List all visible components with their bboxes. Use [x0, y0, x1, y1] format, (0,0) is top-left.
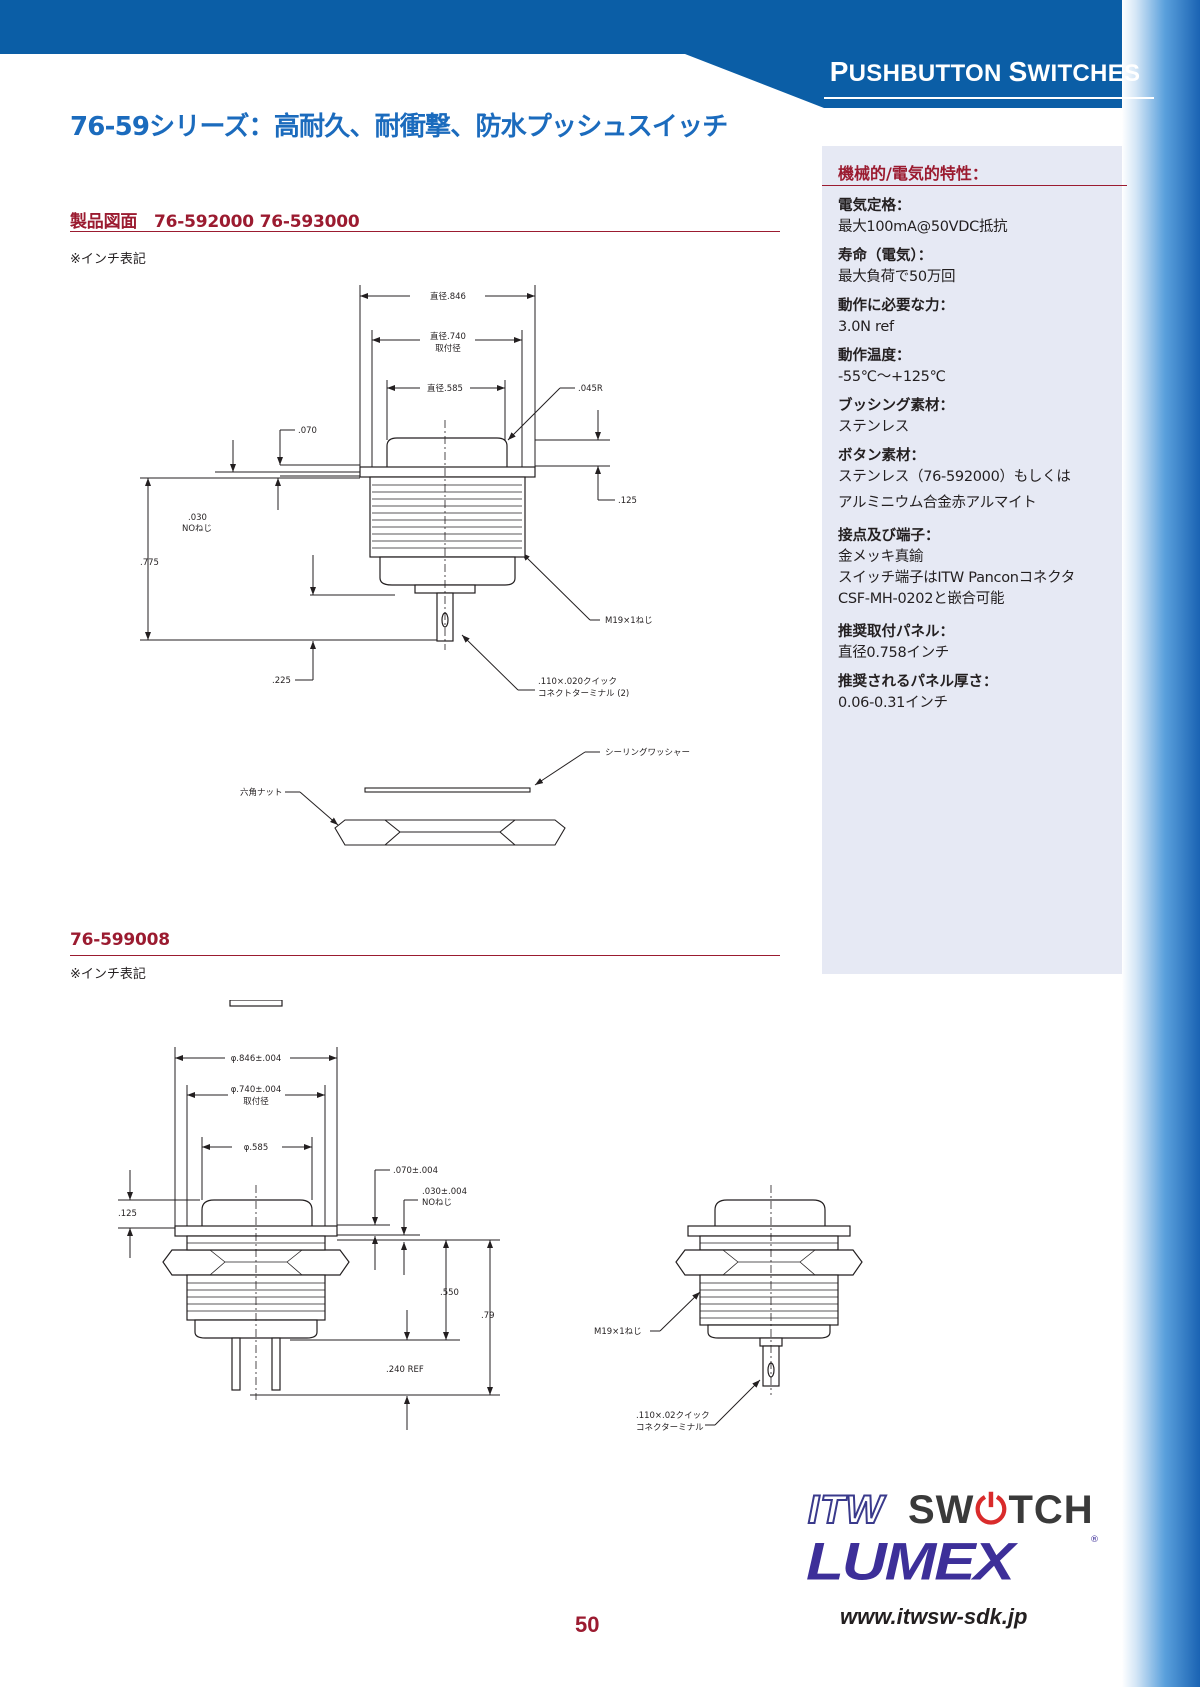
spec-value: スイッチ端子はITW Panconコネクタ: [838, 570, 1075, 586]
spec-title-underline: [822, 185, 1127, 186]
drawing2-technical-drawing: φ.846±.004 φ.740±.004 取付径 φ.585 .070±.00…: [118, 1000, 863, 1433]
dim-label: .125: [118, 1209, 137, 1219]
drawing1-heading-underline: [70, 231, 780, 232]
spec-value: CSF-MH-0202と嵌合可能: [838, 591, 1005, 607]
spec-value: 最大100mA@50VDC抵抗: [838, 219, 1008, 235]
dim-label: .070: [298, 426, 317, 436]
dim-label: .125: [618, 496, 637, 506]
dim-label: .110×.02クイック: [636, 1411, 710, 1421]
website-url[interactable]: www.itwsw-sdk.jp: [840, 1604, 1028, 1629]
dim-label: 直径.740: [430, 331, 466, 342]
spec-value: -55℃～+125℃: [838, 369, 946, 385]
dim-label: 取付径: [243, 1096, 269, 1107]
dim-label: 取付径: [435, 343, 461, 354]
dim-label: .110×.020クイック: [538, 677, 617, 687]
itw-logo: ITW: [807, 1487, 885, 1533]
spec-value: ステンレス（76-592000）もしくは: [838, 469, 1071, 485]
spec-item-rating: 電気定格： 最大100mA@50VDC抵抗: [838, 196, 1008, 238]
dim-label: M19×1ねじ: [605, 616, 653, 626]
spec-item-bushing: ブッシング素材： ステンレス: [838, 396, 954, 438]
spec-item-force: 動作に必要な力： 3.0N ref: [838, 296, 954, 338]
dim-label: 直径.585: [427, 383, 463, 394]
dim-label: .030: [188, 513, 207, 523]
drawing1-heading: 製品図面 76-592000 76-593000: [70, 212, 360, 232]
spec-value: 3.0N ref: [838, 319, 894, 335]
section-title: PUSHBUTTON SWITCHES: [829, 56, 1141, 87]
spec-title: 機械的/電気的特性：: [838, 164, 988, 183]
spec-value: 直径0.758インチ: [838, 645, 950, 661]
dim-label: 六角ナット: [240, 787, 283, 798]
switch-logo: SW⏻TCH: [908, 1488, 1094, 1532]
drawing2-heading: 76-599008: [70, 930, 170, 950]
spec-value: 0.06-0.31インチ: [838, 695, 948, 711]
dim-label: .550: [440, 1288, 459, 1298]
dim-label: M19×1ねじ: [594, 1327, 642, 1337]
spec-item-contacts: 接点及び端子： 金メッキ真鍮 スイッチ端子はITW Panconコネクタ CSF…: [838, 526, 1075, 610]
section-title-underline: [824, 97, 1154, 99]
drawing2-unit-note: ※インチ表記: [70, 967, 146, 982]
spec-panel: [822, 146, 1122, 974]
dim-label: φ.585: [244, 1143, 269, 1153]
spec-value: ステンレス: [838, 419, 909, 435]
spec-value: 最大負荷で50万回: [838, 269, 956, 285]
lumex-logo: LUMEX: [806, 1532, 1015, 1592]
spec-label: 動作温度：: [838, 348, 911, 364]
spec-label: ブッシング素材：: [838, 398, 954, 414]
dim-label: NOねじ: [182, 524, 212, 534]
dim-label: NOねじ: [422, 1198, 452, 1208]
dim-label: .240 REF: [386, 1365, 424, 1375]
spec-label: ボタン素材：: [838, 448, 925, 464]
dim-label: .045R: [578, 384, 603, 394]
registered-mark: ®: [1090, 1535, 1099, 1545]
spec-item-life: 寿命（電気）： 最大負荷で50万回: [838, 246, 956, 288]
dim-label: .775: [140, 558, 159, 568]
spec-value: アルミニウム合金赤アルマイト: [838, 495, 1037, 511]
top-banner: [0, 0, 1200, 108]
power-icon: ⏻: [975, 1488, 1008, 1532]
dim-label: .225: [272, 676, 291, 686]
spec-label: 寿命（電気）：: [838, 248, 933, 264]
spec-label: 推奨取付パネル：: [838, 624, 954, 640]
side-gradient-bar: [1122, 0, 1200, 1687]
dim-label: φ.846±.004: [231, 1054, 282, 1064]
dim-label: .79: [481, 1311, 495, 1321]
spec-item-button-material: ボタン素材： ステンレス（76-592000）もしくは アルミニウム合金赤アルマ…: [838, 446, 1071, 514]
spec-label: 推奨されるパネル厚さ：: [838, 674, 998, 690]
spec-label: 電気定格：: [838, 198, 911, 214]
page-title: 76-59シリーズ：高耐久、耐衝撃、防水プッシュスイッチ: [70, 112, 728, 142]
drawing1-unit-note: ※インチ表記: [70, 252, 146, 267]
spec-label: 動作に必要な力：: [838, 298, 954, 314]
spec-label: 接点及び端子：: [838, 528, 940, 544]
dim-label: コネクトターミナル (2): [538, 689, 629, 699]
dim-label: シーリングワッシャー: [605, 747, 690, 758]
drawing2-heading-underline: [70, 955, 780, 956]
spec-item-panel: 推奨取付パネル： 直径0.758インチ: [838, 622, 954, 664]
page-number: 50: [575, 1612, 600, 1637]
dim-label: .030±.004: [422, 1187, 467, 1197]
dim-label: コネクターミナル: [636, 1423, 704, 1433]
dim-label: 直径.846: [430, 291, 466, 302]
drawing1-technical-drawing: 直径.846 直径.740 取付径 直径.585 .045R .070 .030…: [140, 285, 690, 846]
dim-label: φ.740±.004: [231, 1085, 282, 1095]
spec-value: 金メッキ真鍮: [838, 549, 924, 565]
spec-item-panel-thickness: 推奨されるパネル厚さ： 0.06-0.31インチ: [838, 672, 998, 714]
dim-label: .070±.004: [393, 1166, 438, 1176]
spec-item-temperature: 動作温度： -55℃～+125℃: [838, 346, 946, 388]
